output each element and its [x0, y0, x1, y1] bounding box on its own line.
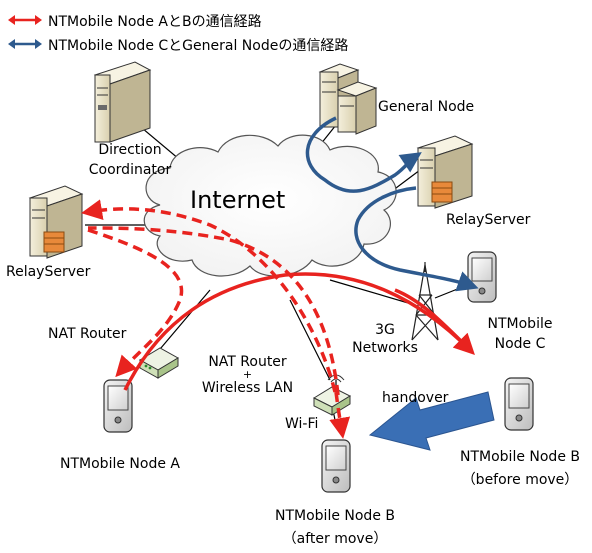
legend-blue-arrow: [8, 39, 42, 49]
node-b-after-label-line2: （after move）: [282, 531, 388, 547]
general-node-server-icon: [318, 63, 378, 135]
legend-red-arrow: [8, 15, 42, 25]
phone-node-c-icon: [467, 251, 497, 303]
node-b-before-label-line1: NTMobile Node B: [460, 449, 580, 465]
nat-wifi-label-line3: Wireless LAN: [201, 380, 294, 396]
node-b-after-label-line1: NTMobile Node B: [275, 508, 395, 524]
direction-coordinator-label-line2: Coordinator: [88, 162, 172, 178]
internet-label: Internet: [190, 186, 286, 214]
relay-server-right-label: RelayServer: [446, 212, 531, 228]
handover-arrow: [368, 391, 495, 451]
nat-router-label: NAT Router: [48, 326, 127, 342]
handover-label: handover: [382, 390, 449, 406]
relay-server-left-label: RelayServer: [6, 264, 91, 280]
node-c-label-line2: Node C: [494, 336, 546, 352]
nat-wifi-label-line2: +: [242, 368, 253, 381]
phone-node-b-before-icon: [504, 377, 534, 431]
nat-wifi-label-line1: NAT Router: [208, 354, 287, 370]
relay-server-left-icon: [28, 185, 84, 259]
phone-node-b-after-icon: [321, 439, 351, 493]
3g-label-line2: Networks: [352, 340, 418, 356]
red-paths: [81, 199, 475, 439]
internet-cloud: [143, 134, 397, 277]
relay-server-right-icon: [416, 135, 474, 209]
general-node-label: General Node: [378, 99, 475, 115]
wifi-label: Wi-Fi: [285, 416, 319, 432]
phone-node-a-icon: [103, 379, 133, 433]
direction-coordinator-server-icon: [93, 61, 152, 143]
node-b-before-label-line2: （before move）: [461, 472, 579, 488]
legend-red-text: NTMobile Node AとBの通信経路: [48, 14, 262, 30]
direction-coordinator-label-line1: Direction: [98, 142, 162, 158]
node-c-label-line1: NTMobile: [487, 316, 553, 332]
nat-router-icon: [139, 347, 179, 379]
wifi-router-icon: [312, 374, 352, 416]
3g-label-line1: 3G: [375, 322, 395, 338]
node-a-label: NTMobile Node A: [60, 456, 180, 472]
legend-blue-text: NTMobile Node CとGeneral Nodeの通信経路: [48, 38, 349, 54]
blue-paths: [305, 116, 479, 292]
